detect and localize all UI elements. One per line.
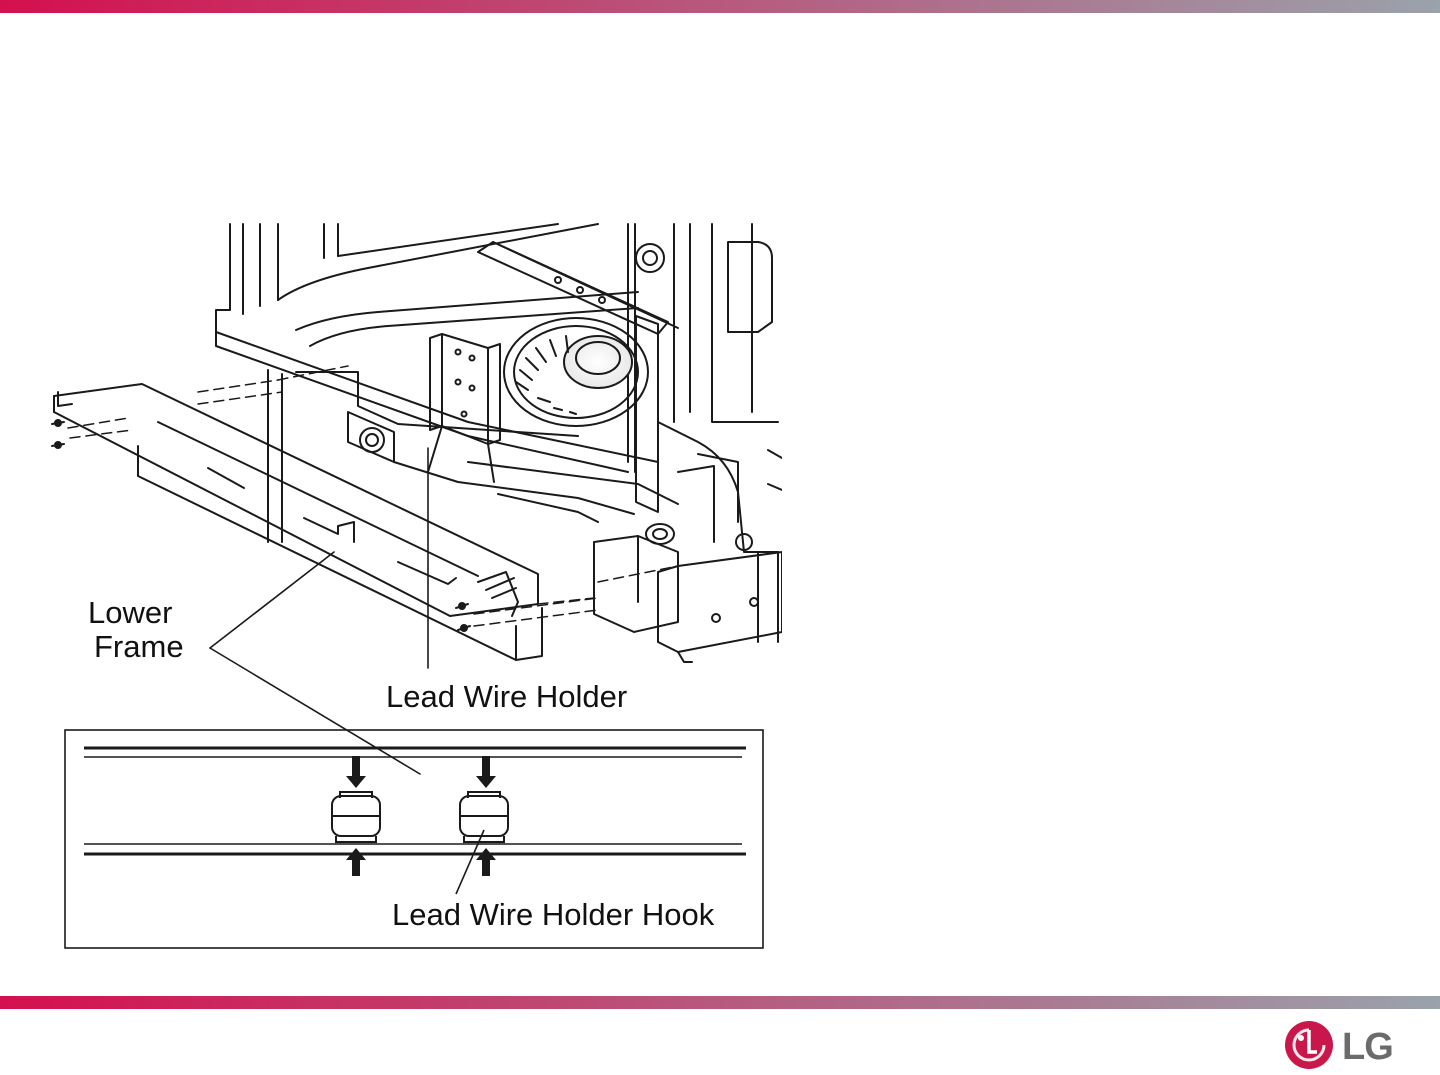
arrow-down-icon	[476, 756, 496, 788]
lg-logo-text: LG	[1342, 1026, 1393, 1069]
arrow-up-icon	[346, 848, 366, 876]
base-tray	[268, 370, 678, 542]
footer-accent-bar	[0, 996, 1440, 1009]
callout-leaders	[210, 448, 428, 774]
label-lower-frame: Lower Frame	[88, 596, 184, 664]
header-accent-bar	[0, 0, 1440, 13]
front-bumper	[594, 524, 782, 662]
holder-hook-right	[460, 792, 508, 842]
lg-logo: LG	[1284, 1020, 1404, 1070]
label-lower-frame-line1: Lower	[88, 596, 184, 630]
lead-wire-holder	[428, 334, 500, 482]
blower-fan	[504, 318, 648, 426]
label-lead-wire-holder-hook: Lead Wire Holder Hook	[392, 898, 714, 932]
arrow-up-icon	[476, 848, 496, 876]
arrow-down-icon	[346, 756, 366, 788]
assembly-guide-lines	[68, 366, 678, 626]
holder-hook-left	[332, 792, 380, 842]
hook-leader-line	[456, 830, 484, 894]
label-lower-frame-line2: Frame	[88, 630, 184, 664]
label-lead-wire-holder: Lead Wire Holder	[386, 680, 627, 714]
lg-face-icon	[1284, 1020, 1334, 1070]
